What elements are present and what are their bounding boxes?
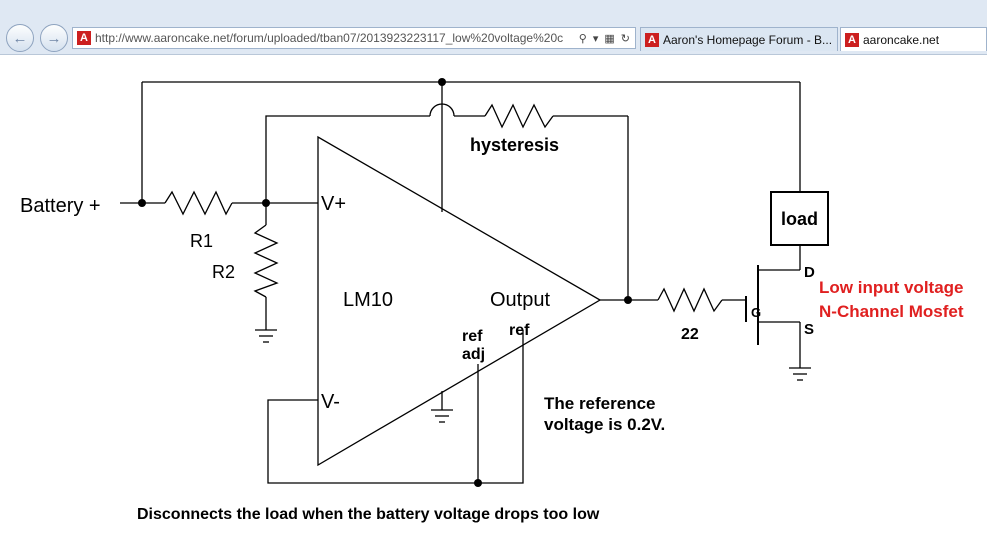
site-favicon: A [77,31,91,45]
arrow-left-icon: ← [12,29,28,47]
ref-adj-label-2: adj [462,346,485,363]
battery-label: Battery + [20,195,101,217]
browser-toolbar: ← → A http://www.aaroncake.net/forum/upl… [0,0,987,55]
tab-favicon: A [645,32,659,47]
ref-label: ref [509,322,530,339]
tab-label: Aaron's Homepage Forum - B... [663,32,833,47]
back-button[interactable]: ← [6,24,34,52]
tab-favicon: A [845,32,859,47]
reference-note-1: The reference [544,394,656,413]
address-bar[interactable]: A http://www.aaroncake.net/forum/uploade… [72,27,636,49]
arrow-right-icon: → [46,29,62,47]
r22-label: 22 [681,326,699,343]
dropdown-icon[interactable]: ▾ [592,32,599,45]
chip-label: LM10 [343,289,393,311]
output-label: Output [490,289,550,311]
compat-icon[interactable]: ▦ [604,32,615,45]
ref-adj-label-1: ref [462,328,483,345]
mosfet-label-1: Low input voltage [819,278,964,297]
tab-forum[interactable]: A Aaron's Homepage Forum - B... [640,27,838,51]
caption: Disconnects the load when the battery vo… [137,506,600,523]
reference-note-2: voltage is 0.2V. [544,415,665,434]
vplus-label: V+ [321,193,346,215]
load-label: load [781,209,818,229]
r2-label: R2 [212,262,235,282]
vminus-label: V- [321,391,340,413]
drain-label: D [804,264,815,281]
search-icon[interactable]: ⚲ [578,32,587,45]
source-label: S [804,321,814,338]
tab-label: aaroncake.net [863,32,940,47]
refresh-icon[interactable]: ↻ [620,32,630,45]
gate-label: G [751,305,761,320]
forward-button[interactable]: → [40,24,68,52]
r1-label: R1 [190,231,213,251]
mosfet-label-2: N-Channel Mosfet [819,302,964,321]
address-url[interactable]: http://www.aaroncake.net/forum/uploaded/… [95,31,564,45]
hysteresis-label: hysteresis [470,135,559,155]
tab-aaroncake[interactable]: A aaroncake.net [840,27,987,51]
